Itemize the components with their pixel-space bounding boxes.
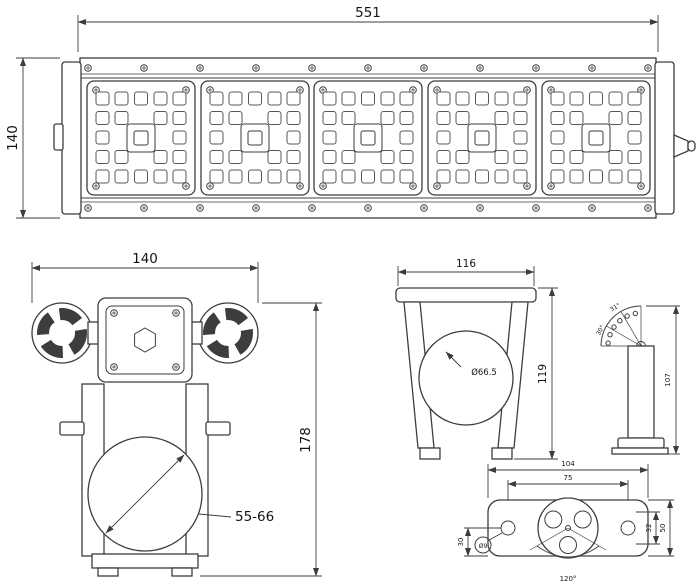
mount-clip [53,123,64,151]
end-view: 140 55-66 178 [31,251,322,577]
tilt-adjustment-holes [605,310,638,346]
dim-right-inner-plate: 32 [636,511,660,545]
bolt-left [59,421,85,436]
luminaire-front [53,57,696,219]
dim-label-140-end: 140 [132,251,158,267]
plate-hole-right [620,520,636,536]
arm-post [627,345,655,439]
clamp-bore-circle [418,330,514,426]
dim-overall-plate: 104 [487,460,649,498]
led-modules [87,81,650,195]
dim-height-bracket: 119 [514,287,558,460]
cable-gland [673,134,696,158]
dim-label-angle-side: 30° [595,324,606,337]
hex-socket [134,327,156,353]
mount-plate-view: 104 75 Ø9 30 32 50 120° [457,460,674,583]
hole-callout-balloon [474,536,492,554]
profile-body [97,297,193,383]
dim-left-plate: 30 [457,527,501,557]
dim-right-outer-plate: 50 [648,499,674,557]
dim-label-30: 30 [457,538,465,547]
dim-label-178: 178 [298,427,314,453]
dim-label-551: 551 [355,5,381,21]
tilt-arc [600,305,642,347]
dim-label-clamp-range: 55-66 [235,509,274,525]
bolt-right [205,421,231,436]
clamp-top-bar [395,287,537,303]
dim-label-107: 107 [664,373,672,386]
dim-label-hole-dia: Ø9 [479,543,488,550]
dim-label-32: 32 [645,524,653,533]
dim-label-120deg: 120° [560,575,577,583]
heatsink-profile [31,297,259,383]
clamp-diameter-arrow [105,454,185,534]
end-cap-left [61,61,82,215]
front-view: 551 140 [5,5,696,219]
u-bracket: 55-66 [59,383,274,577]
base-plate [91,553,199,569]
dim-angle-plate: 120° [529,527,607,583]
end-cap-right [654,61,675,215]
bracket-side-view: 116 Ø66.5 119 [395,258,558,460]
dim-width-bracket: 116 [397,258,535,286]
dim-label-119: 119 [537,364,549,384]
dim-height-end: 178 [200,302,322,577]
dim-height-front: 140 [5,57,60,219]
arm-base [617,437,665,449]
dim-label-140-front: 140 [5,125,21,151]
dim-width-end: 140 [31,251,259,303]
dim-label-50: 50 [659,524,667,533]
dim-label-75: 75 [564,474,573,482]
dim-label-bore: Ø66.5 [471,367,497,378]
dim-label-104: 104 [561,460,575,468]
dim-label-angle-top: 31° [609,302,622,313]
dim-height-arm: 107 [646,305,680,455]
dim-label-116: 116 [456,258,476,270]
dim-length: 551 [77,5,659,52]
arm-bracket-view: 31° 30° 107 [595,302,680,455]
